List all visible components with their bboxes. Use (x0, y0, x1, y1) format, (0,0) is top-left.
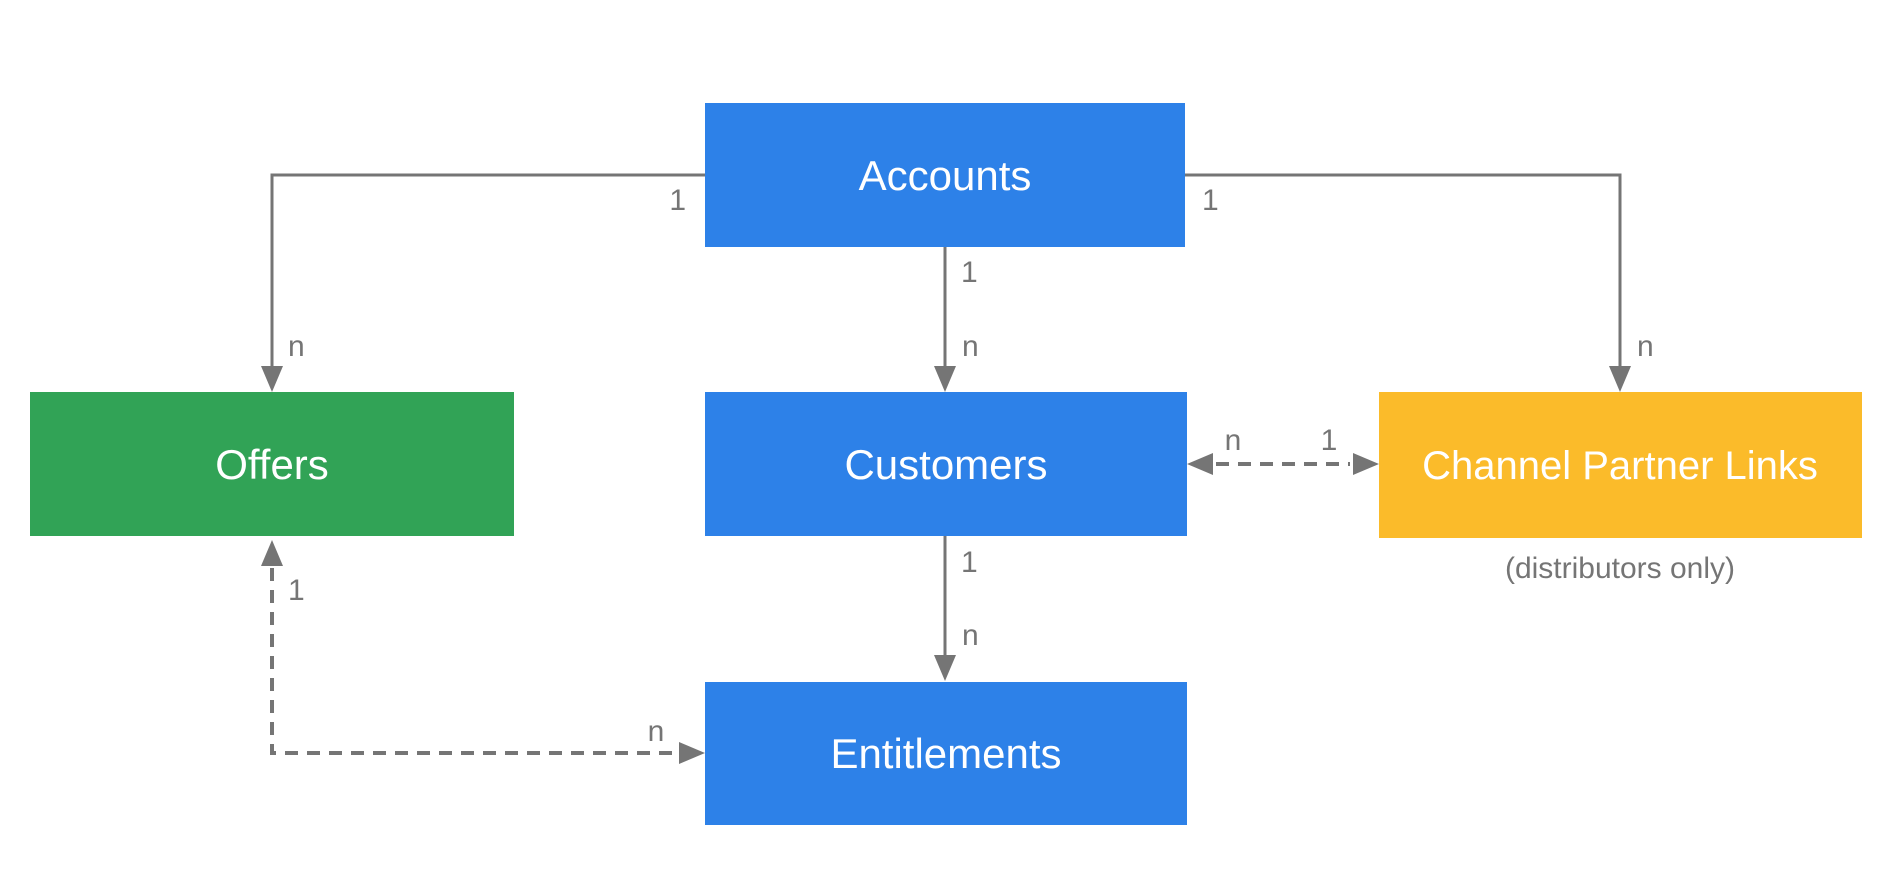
edge-accounts-channel-partner-links: 1 n (1185, 173, 1654, 392)
arrowhead-left-customers-icon (1187, 453, 1213, 475)
channel-partner-links-caption: (distributors only) (1505, 552, 1735, 585)
edge-accounts-customers: 1 n (934, 247, 979, 392)
edge-customers-channel-partner-links: n 1 (1187, 424, 1379, 475)
edge-accounts-cpl-label-n: n (1637, 330, 1654, 363)
offers-label: Offers (215, 441, 329, 488)
edge-accounts-customers-label-1: 1 (961, 256, 978, 289)
arrowhead-down-entitlements-icon (934, 655, 956, 681)
edge-accounts-offers: 1 n (261, 173, 705, 392)
customers-label: Customers (844, 441, 1047, 488)
edge-customers-entitlements-label-1: 1 (961, 546, 978, 579)
edge-customers-entitlements: 1 n (934, 536, 979, 681)
channel-partner-links-box (1379, 392, 1862, 538)
accounts-label: Accounts (859, 152, 1032, 199)
edge-accounts-cpl-label-1: 1 (1202, 184, 1219, 217)
accounts-box (705, 103, 1185, 247)
edge-customers-cpl-label-1: 1 (1321, 424, 1338, 457)
edge-accounts-customers-label-n: n (962, 330, 979, 363)
arrowhead-down-customers-icon (934, 366, 956, 392)
edge-offers-entitlements: 1 n (261, 540, 705, 764)
node-customers: Customers (705, 392, 1187, 536)
node-offers: Offers (30, 392, 514, 536)
customers-box (705, 392, 1187, 536)
edge-accounts-offers-label-n: n (288, 330, 305, 363)
node-channel-partner-links: Channel Partner Links (distributors only… (1379, 392, 1862, 585)
channel-partner-links-label: Channel Partner Links (1422, 444, 1818, 488)
node-entitlements: Entitlements (705, 682, 1187, 825)
entitlements-box (705, 682, 1187, 825)
edge-offers-entitlements-line (270, 568, 678, 755)
arrowhead-right-entitlements-icon (679, 742, 705, 764)
edge-customers-entitlements-label-n: n (962, 619, 979, 652)
arrowhead-down-cpl-icon (1609, 366, 1631, 392)
arrowhead-up-offers-icon (261, 540, 283, 566)
edge-accounts-offers-line (270, 173, 705, 368)
entitlements-label: Entitlements (830, 730, 1061, 777)
arrowhead-right-cpl-icon (1353, 453, 1379, 475)
edge-customers-cpl-label-n: n (1225, 424, 1242, 457)
offers-box (30, 392, 514, 536)
edge-offers-entitlements-label-1: 1 (288, 574, 305, 607)
node-accounts: Accounts (705, 103, 1185, 247)
edge-accounts-cpl-line (1185, 173, 1622, 368)
arrowhead-down-offers-icon (261, 366, 283, 392)
edge-accounts-offers-label-1: 1 (669, 184, 686, 217)
edge-offers-entitlements-label-n: n (648, 715, 665, 748)
